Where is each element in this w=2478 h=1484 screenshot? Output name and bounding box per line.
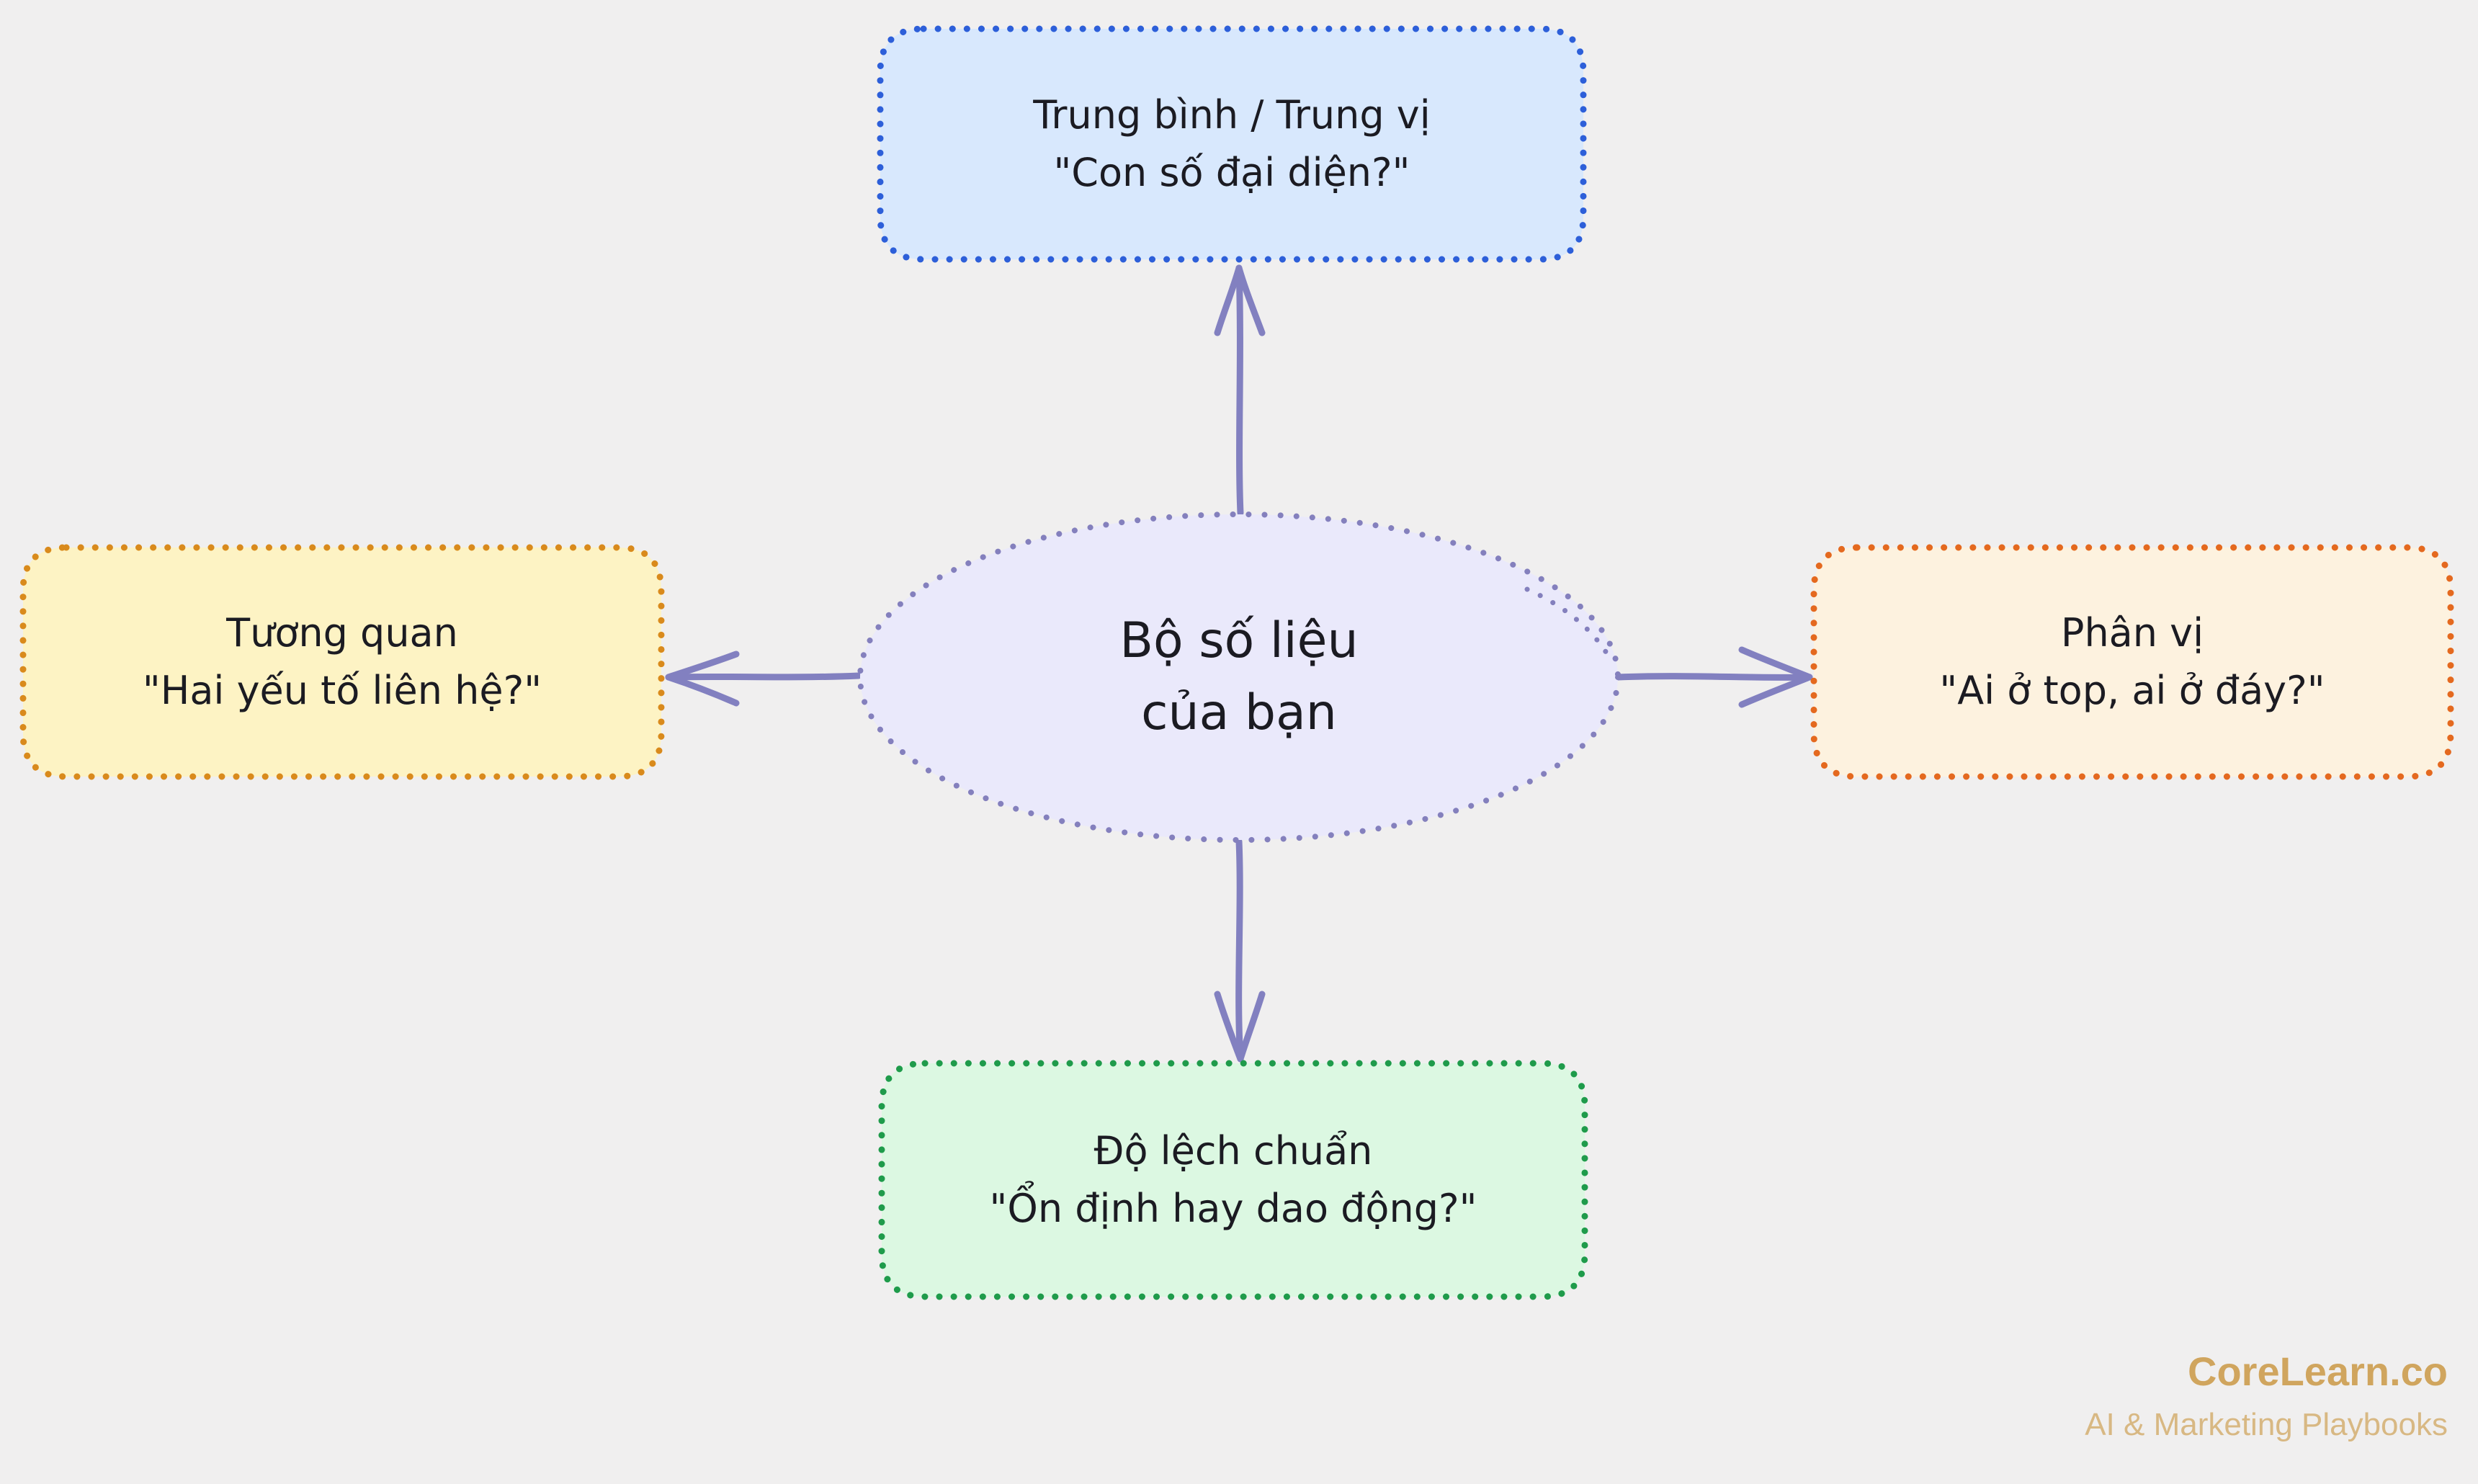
node-percentile-title: Phân vị — [2060, 610, 2204, 656]
box-mean-median — [877, 25, 1587, 263]
center-node-line2: của bạn — [1141, 684, 1337, 741]
node-correlation: Tương quan "Hai yếu tố liên hệ?" — [23, 547, 661, 777]
arrow-to-right — [1614, 646, 1813, 708]
brand-name: CoreLearn.co — [2188, 1349, 2448, 1394]
brand-tagline: AI & Marketing Playbooks — [2085, 1407, 2448, 1442]
arrow-to-left — [665, 651, 862, 707]
node-percentile: Phân vị "Ai ở top, ai ở đáy?" — [1814, 547, 2451, 777]
node-standard-deviation-title: Độ lệch chuẩn — [1093, 1128, 1373, 1174]
center-ellipse — [857, 511, 1621, 843]
node-mean-median: Trung bình / Trung vị "Con số đại diện?" — [880, 29, 1583, 259]
arrow-to-bottom — [1214, 838, 1266, 1063]
box-correlation — [19, 544, 665, 780]
center-node-line1: Bộ số liệu — [1119, 612, 1359, 669]
node-correlation-title: Tương quan — [226, 610, 458, 656]
arrow-to-top — [1214, 264, 1266, 517]
node-percentile-question: "Ai ở top, ai ở đáy?" — [1939, 668, 2325, 713]
center-node: Bộ số liệu của bạn — [860, 514, 1618, 840]
node-standard-deviation-question: "Ổn định hay dao động?" — [989, 1186, 1477, 1231]
node-mean-median-question: "Con số đại diện?" — [1053, 150, 1410, 195]
node-correlation-question: "Hai yếu tố liên hệ?" — [142, 668, 542, 713]
center-ellipse-accent — [1524, 586, 1615, 666]
node-standard-deviation: Độ lệch chuẩn "Ổn định hay dao động?" — [882, 1063, 1585, 1297]
node-mean-median-title: Trung bình / Trung vị — [1033, 92, 1431, 138]
box-standard-deviation — [878, 1060, 1588, 1300]
branding: CoreLearn.co AI & Marketing Playbooks — [2085, 1341, 2448, 1448]
box-percentile — [1810, 544, 2454, 780]
